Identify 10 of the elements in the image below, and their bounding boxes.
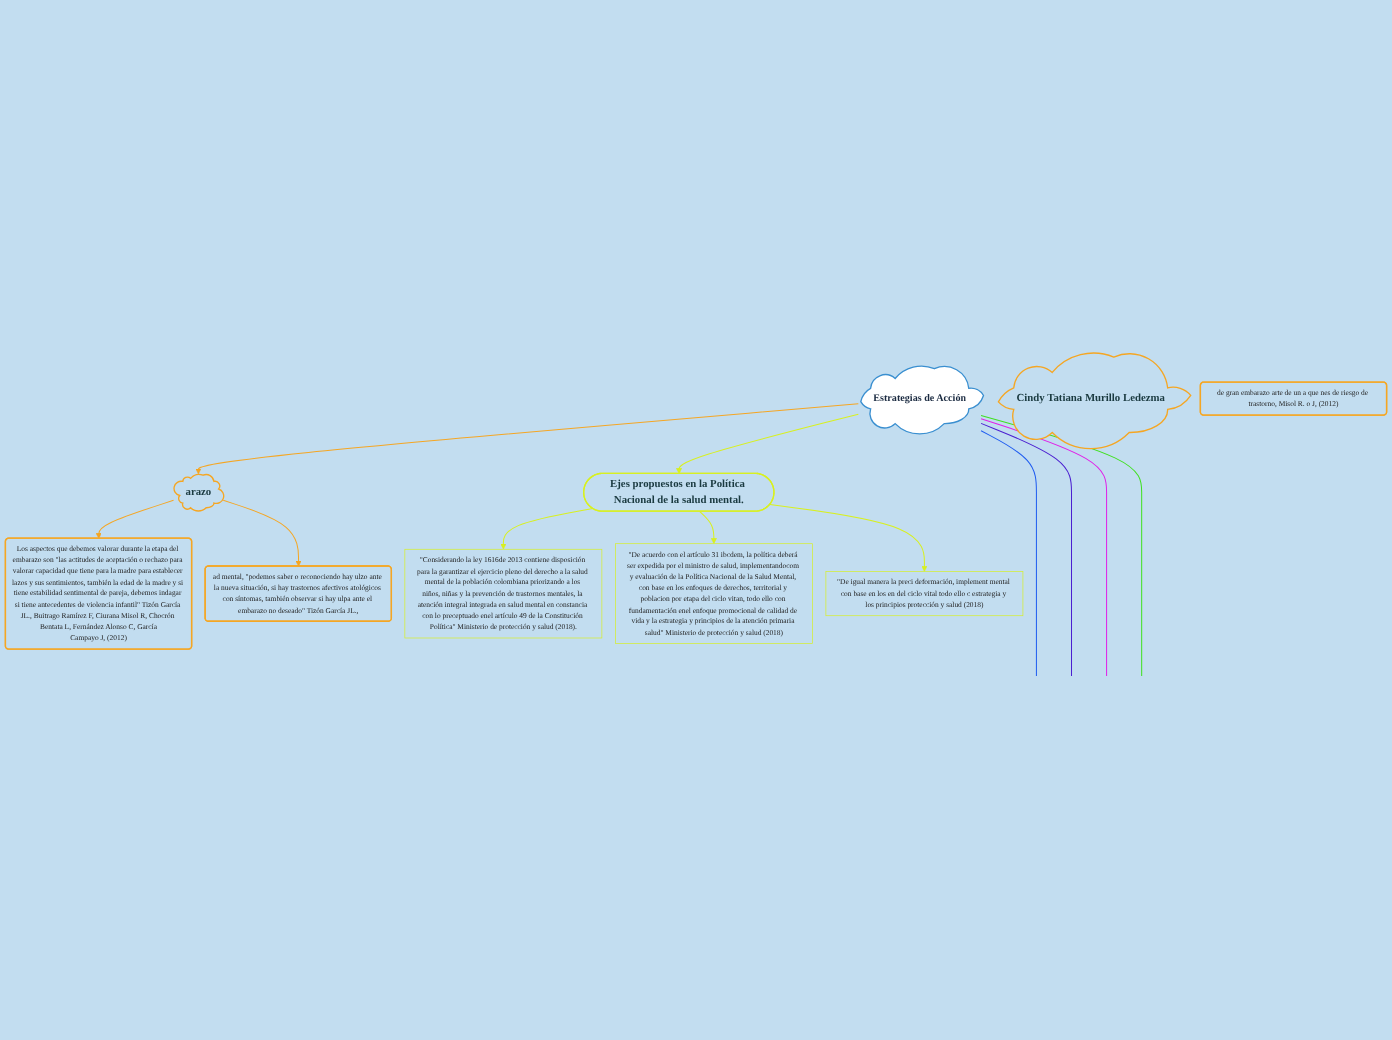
connector-line [980,422,1072,677]
arrow [769,504,928,572]
arrow [699,510,717,544]
connector-line [980,418,1108,677]
arrow [195,403,859,475]
connector-line [980,430,1037,677]
arrow [500,508,594,550]
arrow [95,499,175,539]
arrow [222,499,302,567]
arrow [676,413,859,474]
